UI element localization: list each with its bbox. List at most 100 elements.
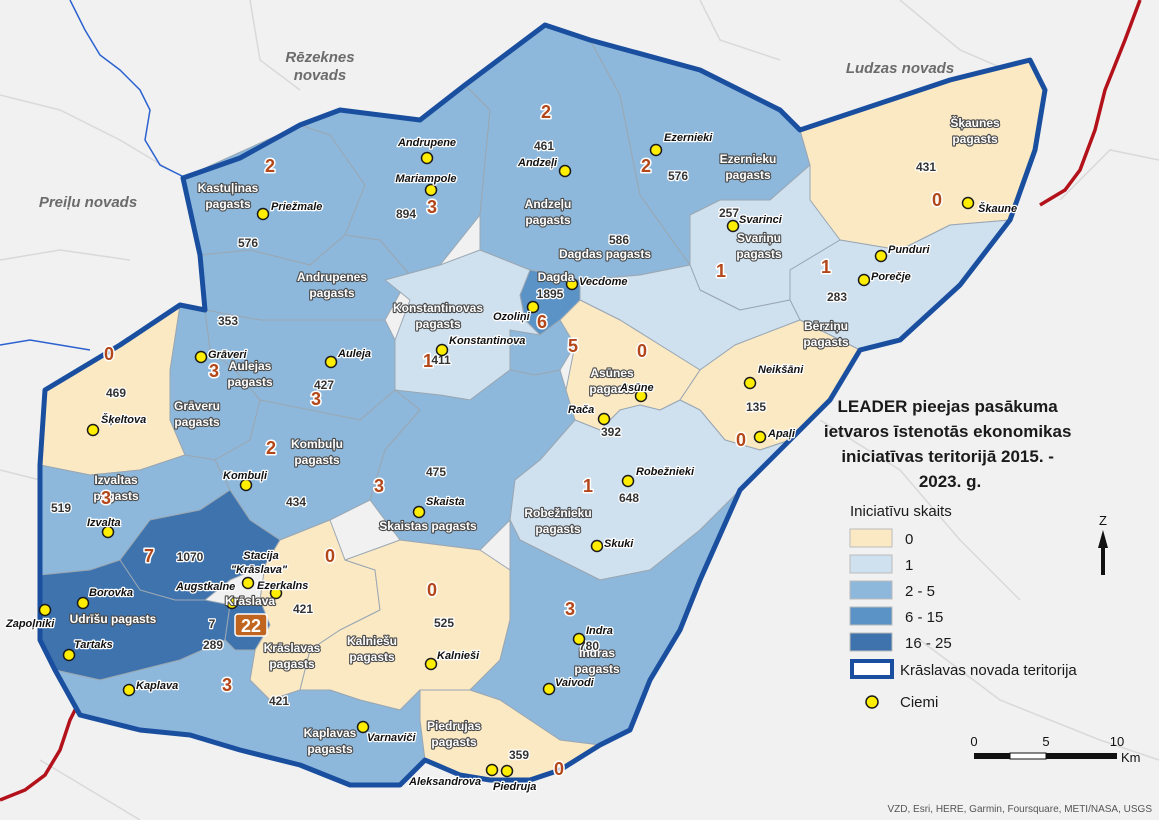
- village-marker-ezerkalns: [269, 586, 283, 600]
- count-skeltova: 0: [104, 344, 114, 364]
- village-marker-racava: [597, 412, 611, 426]
- village-label-skaune: Škaune: [978, 202, 1017, 215]
- village-label-tartaks: Tartaks: [74, 639, 113, 651]
- village-label-priezmale: Priežmale: [271, 201, 322, 213]
- count-aulejas: 3: [311, 389, 321, 409]
- scale-tick-0: 0: [970, 734, 977, 749]
- municipal-border-west: [0, 0, 191, 351]
- village-label-robeznieki: Robežnieki: [636, 466, 695, 478]
- north-arrow-label: Z: [1099, 513, 1107, 528]
- population-kraslava-7: 1070: [177, 550, 204, 564]
- legend-village-label: Ciemi: [900, 694, 938, 711]
- population-skaunes: 431: [916, 160, 936, 174]
- legend-village-icon: [865, 695, 879, 709]
- village-marker-zapolniki: [38, 603, 52, 617]
- count-piedrujas: 0: [554, 759, 564, 779]
- village-marker-apali: [753, 430, 767, 444]
- neighbor-label-ludzas: Ludzas novads: [846, 60, 954, 77]
- population-kastulinas: 576: [238, 236, 258, 250]
- population-izvaltas: 519: [51, 501, 71, 515]
- village-label-mariampole: Mariampole: [395, 173, 456, 185]
- scale-tick-10: 10: [1110, 734, 1124, 749]
- parish-label-skaistas: Skaistas pagasts: [379, 519, 477, 533]
- village-marker-punduri: [874, 249, 888, 263]
- legend-label-4: 16 - 25: [905, 635, 952, 652]
- map-title: LEADER pieejas pasākuma ietvaros īstenot…: [824, 397, 1076, 491]
- village-label-skeltova: Šķeltova: [101, 413, 146, 426]
- village-label-dagda: Dagda: [538, 270, 575, 284]
- village-label-skaista: Skaista: [426, 496, 465, 508]
- population-skaistas: 475: [426, 465, 446, 479]
- village-marker-skaista: [412, 505, 426, 519]
- village-marker-priezmale: [256, 207, 270, 221]
- village-marker-aleksandrova: [485, 763, 499, 777]
- legend-label-0: 0: [905, 531, 913, 548]
- village-label-racava: Rača: [568, 404, 594, 416]
- count-konstantinova: 5: [568, 336, 578, 356]
- population-udrisu: 289: [203, 638, 223, 652]
- village-marker-kraslava-station: [241, 576, 255, 590]
- count-dagda-town: 6: [537, 312, 547, 332]
- village-markers: [38, 143, 975, 778]
- population-kalniesu: 525: [434, 616, 454, 630]
- legend: Iniciatīvu skaits 0 1 2 - 5 6 - 15 16 - …: [849, 503, 1077, 711]
- legend-swatch-2: [849, 580, 893, 600]
- legend-heading: Iniciatīvu skaits: [850, 503, 952, 520]
- village-marker-neiksani: [743, 376, 757, 390]
- village-marker-kaplava: [122, 683, 136, 697]
- village-marker-ezernieki: [649, 143, 663, 157]
- village-label-aleksandrova: Aleksandrova: [408, 776, 481, 788]
- parish-label-udrisu: Udrīšu pagasts: [70, 612, 157, 626]
- count-skaistas: 3: [374, 476, 384, 496]
- count-graveru: 3: [209, 361, 219, 381]
- village-label-ezerkalns: Ezerkalns: [257, 580, 308, 592]
- village-label-borovka: Borovka: [89, 587, 133, 599]
- village-marker-svarinci: [726, 219, 740, 233]
- population-andzelu: 461: [534, 139, 554, 153]
- population-kraslava-city: 7: [209, 617, 216, 631]
- village-marker-vaivodi: [542, 682, 556, 696]
- count-kraslava-7: 7: [144, 546, 154, 566]
- count-neiksani: 0: [736, 430, 746, 450]
- village-label-svarinci: Svarinci: [739, 214, 783, 226]
- village-label-asune: Asūne: [619, 382, 654, 394]
- count-kastulinas: 2: [265, 156, 275, 176]
- village-label-vaivodi: Vaivodi: [555, 677, 595, 689]
- village-labels: Andrupene Ezernieki Andzeļi Mariampole P…: [4, 131, 1019, 795]
- count-ezernieku: 2: [641, 156, 651, 176]
- village-marker-andrupene: [420, 151, 434, 165]
- village-marker-vecdome: [565, 277, 579, 291]
- population-skeltova: 469: [106, 386, 126, 400]
- village-label-zapolniki: Zapoļniki: [5, 618, 55, 630]
- state-border-southwest: [0, 699, 82, 802]
- population-dagdas: 586: [609, 233, 629, 247]
- legend-boundary-label: Krāslavas novada teritorija: [900, 662, 1077, 679]
- north-arrow-icon: [1098, 530, 1108, 575]
- village-label-kraslava-station: "Krāslava": [231, 564, 288, 576]
- legend-label-1: 1: [905, 557, 913, 574]
- village-label-andrupene: Andrupene: [397, 137, 456, 149]
- village-marker-asune: [634, 389, 648, 403]
- count-berzinu: 1: [821, 257, 831, 277]
- initiative-counts: 2 2 2 2 3 0 1 1 6 5 0 1 0 3 3 0 2 3 1 3 …: [99, 101, 943, 697]
- village-label-indra: Indra: [586, 625, 613, 637]
- village-label-ozolini: Ozoliņi: [493, 311, 531, 323]
- village-marker-konstantinova: [435, 343, 449, 357]
- village-marker-varnavici: [356, 720, 370, 734]
- scale-unit: Km: [1121, 750, 1141, 765]
- population-dagda: 1895: [537, 287, 564, 301]
- scale-segment-b: [1009, 752, 1047, 760]
- population-kraslavas: 421: [293, 602, 313, 616]
- village-marker-tartaks: [62, 648, 76, 662]
- village-marker-auleja: [324, 355, 338, 369]
